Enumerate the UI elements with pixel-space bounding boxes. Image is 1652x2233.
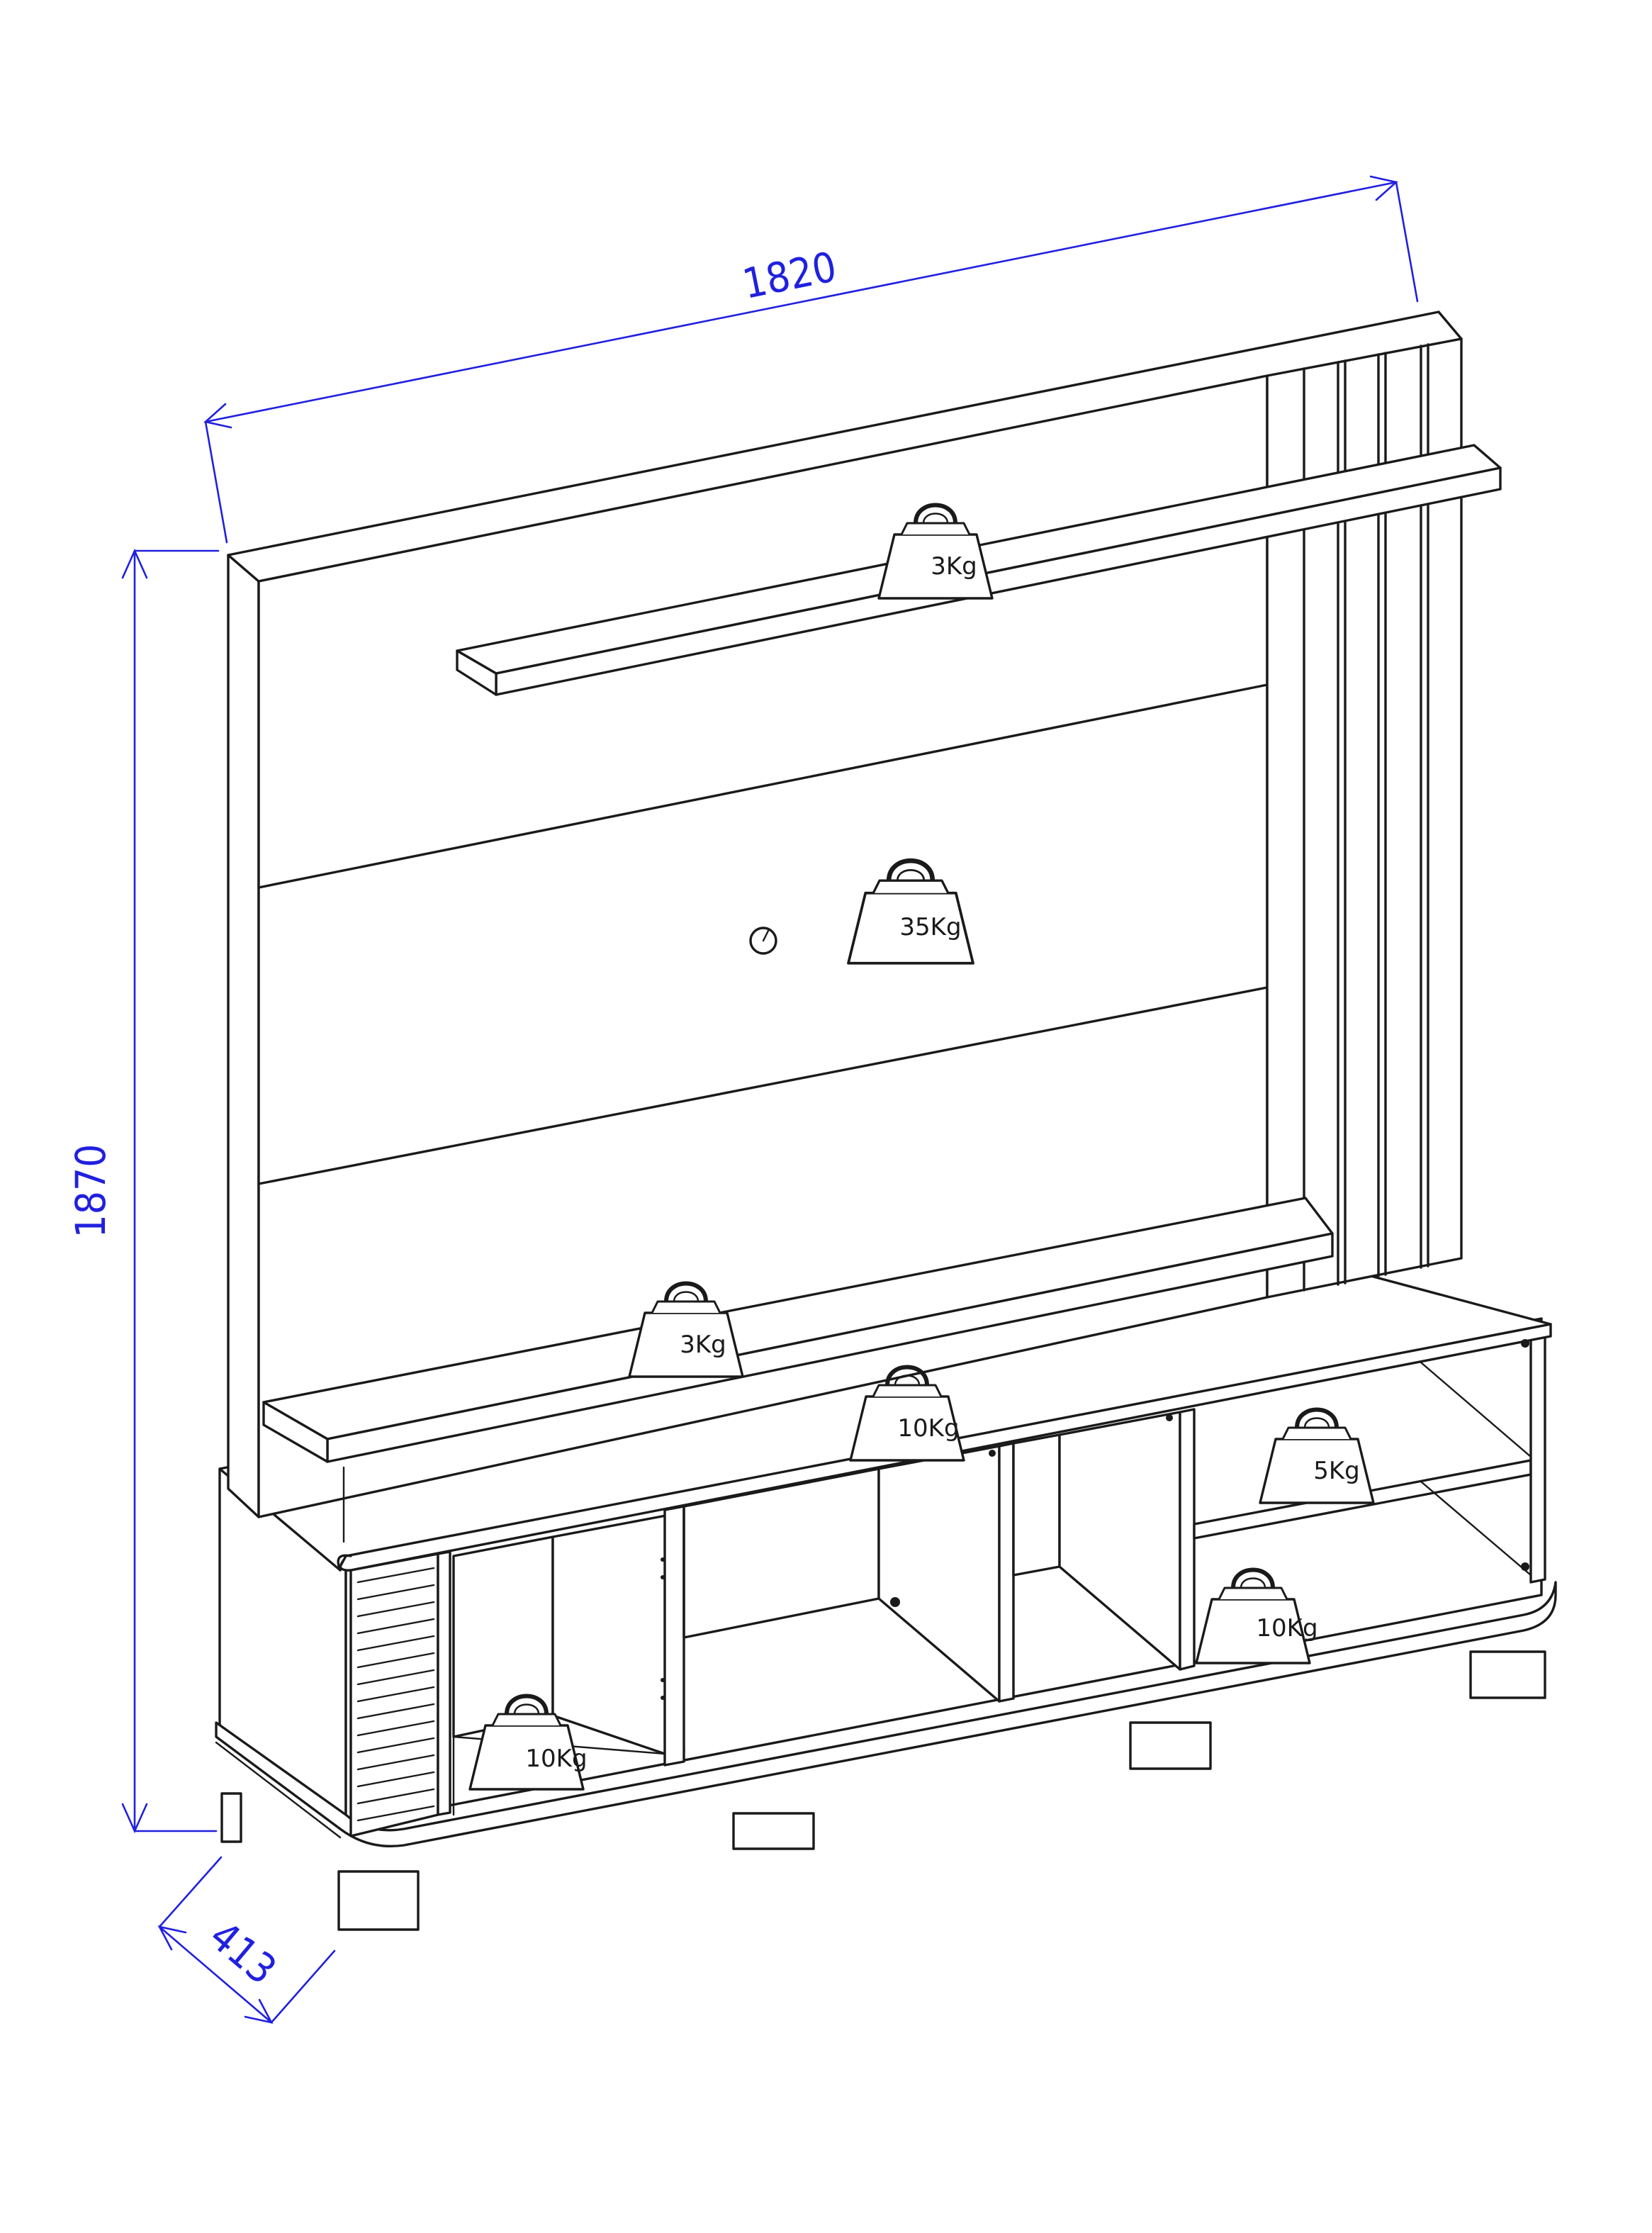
depth-label: 413	[201, 1912, 286, 1994]
load-label-rack-top: 10Kg	[897, 1414, 959, 1443]
load-label-tv-panel: 35Kg	[899, 913, 961, 941]
load-label-left-bottom-niche: 10Kg	[525, 1745, 587, 1773]
load-label-right-small-shelf: 5Kg	[1313, 1457, 1360, 1485]
load-label-top-shelf: 3Kg	[931, 552, 977, 581]
weight-icon-middle-shelf: 3Kg	[629, 1284, 743, 1377]
load-label-right-bottom-niche: 10Kg	[1256, 1614, 1317, 1642]
weight-icon-right-bottom-niche: 10Kg	[1196, 1570, 1318, 1664]
load-label-middle-shelf: 3Kg	[680, 1331, 726, 1359]
dimension-height: 1870	[67, 548, 220, 1834]
weight-icon-tv-panel: 35Kg	[848, 861, 973, 963]
weight-icon-right-small-shelf: 5Kg	[1260, 1410, 1373, 1504]
width-label: 1820	[738, 242, 841, 308]
weight-icon-top-shelf: 3Kg	[879, 505, 992, 599]
louvered-door	[349, 1550, 451, 1837]
middle-shelf	[262, 1197, 1334, 1543]
dimension-depth: 413	[157, 1856, 336, 2024]
weight-icon-rack-top: 10Kg	[850, 1367, 964, 1461]
cable-hole-icon	[749, 927, 777, 955]
rack-feet	[220, 1650, 1546, 1931]
height-label: 1870	[67, 1144, 115, 1238]
weight-icon-left-bottom-niche: 10Kg	[470, 1696, 588, 1790]
hardware-holes	[661, 1339, 1529, 1700]
